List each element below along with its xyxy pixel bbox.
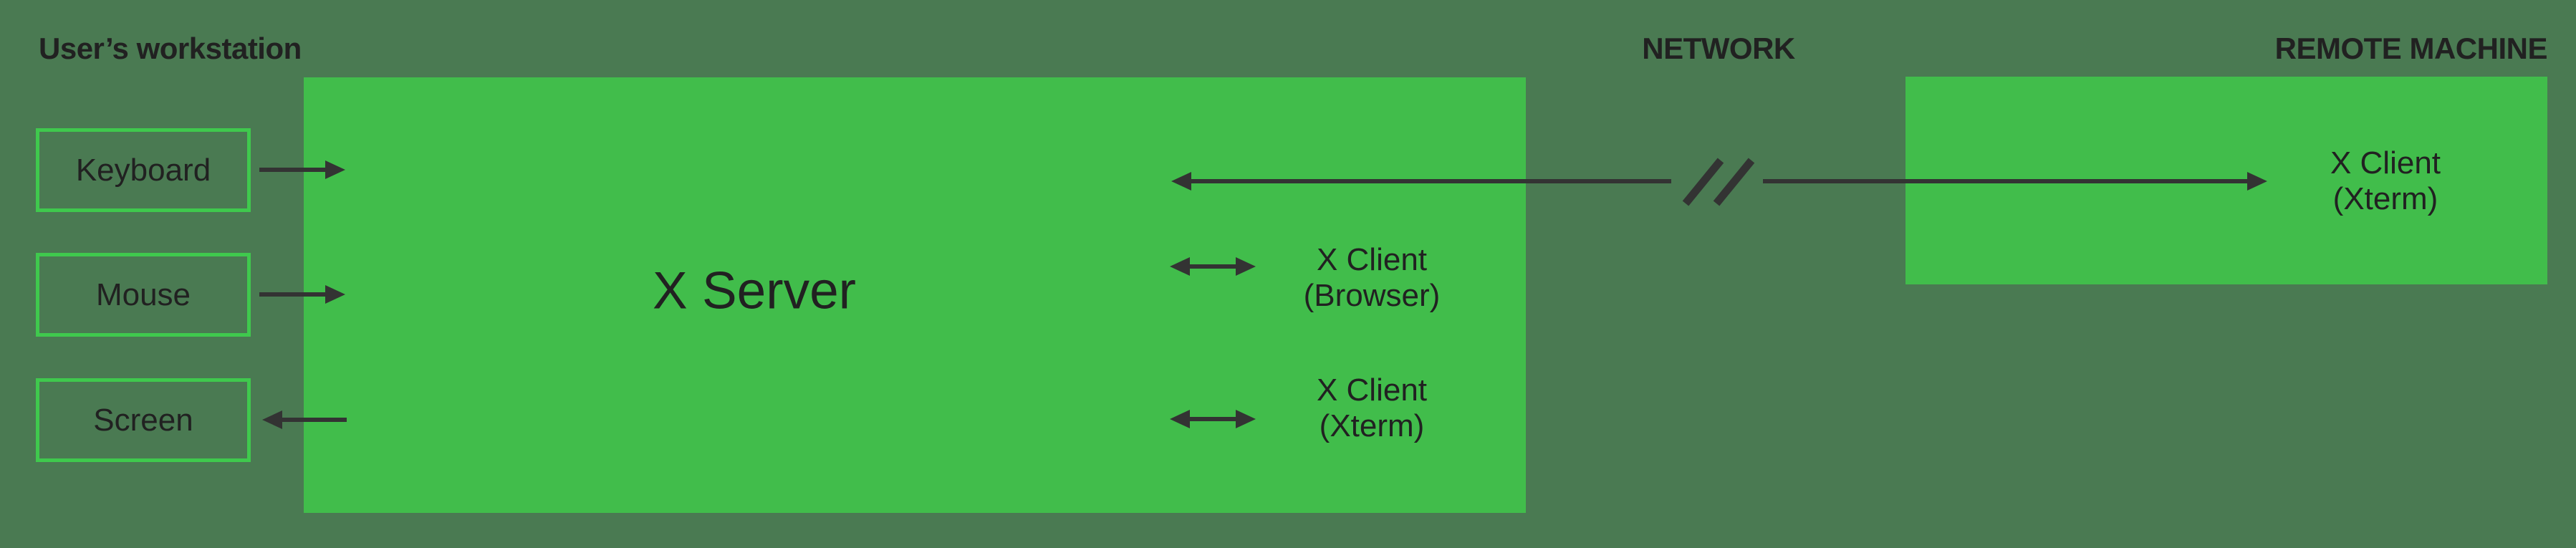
xserver-label: X Server bbox=[653, 261, 856, 320]
local-client-xterm-label: X Client (Xterm) bbox=[1317, 372, 1427, 444]
local-client-xterm-line1: X Client bbox=[1316, 372, 1428, 408]
workstation-title: User’s workstation bbox=[39, 32, 302, 65]
remote-client-xterm-line2: (Xterm) bbox=[2332, 181, 2438, 216]
remote-client-xterm-line1: X Client bbox=[2330, 145, 2441, 181]
xserver-box bbox=[304, 77, 1526, 513]
remote-client-xterm-label: X Client (Xterm) bbox=[2330, 145, 2441, 217]
screen-box: Screen bbox=[36, 378, 251, 462]
keyboard-label: Keyboard bbox=[75, 152, 211, 188]
mouse-box: Mouse bbox=[36, 253, 251, 337]
network-title: NETWORK bbox=[1642, 32, 1795, 65]
local-client-browser-line2: (Browser) bbox=[1303, 278, 1441, 313]
remote-machine-box bbox=[1905, 77, 2547, 284]
local-client-xterm-line2: (Xterm) bbox=[1319, 408, 1425, 443]
local-client-browser-label: X Client (Browser) bbox=[1304, 242, 1441, 314]
keyboard-box: Keyboard bbox=[36, 128, 251, 212]
mouse-label: Mouse bbox=[95, 277, 191, 312]
remote-machine-title: REMOTE MACHINE bbox=[2274, 32, 2548, 65]
network-break-slashes bbox=[1682, 158, 1755, 206]
local-client-browser-line1: X Client bbox=[1316, 242, 1428, 277]
screen-label: Screen bbox=[93, 402, 193, 438]
